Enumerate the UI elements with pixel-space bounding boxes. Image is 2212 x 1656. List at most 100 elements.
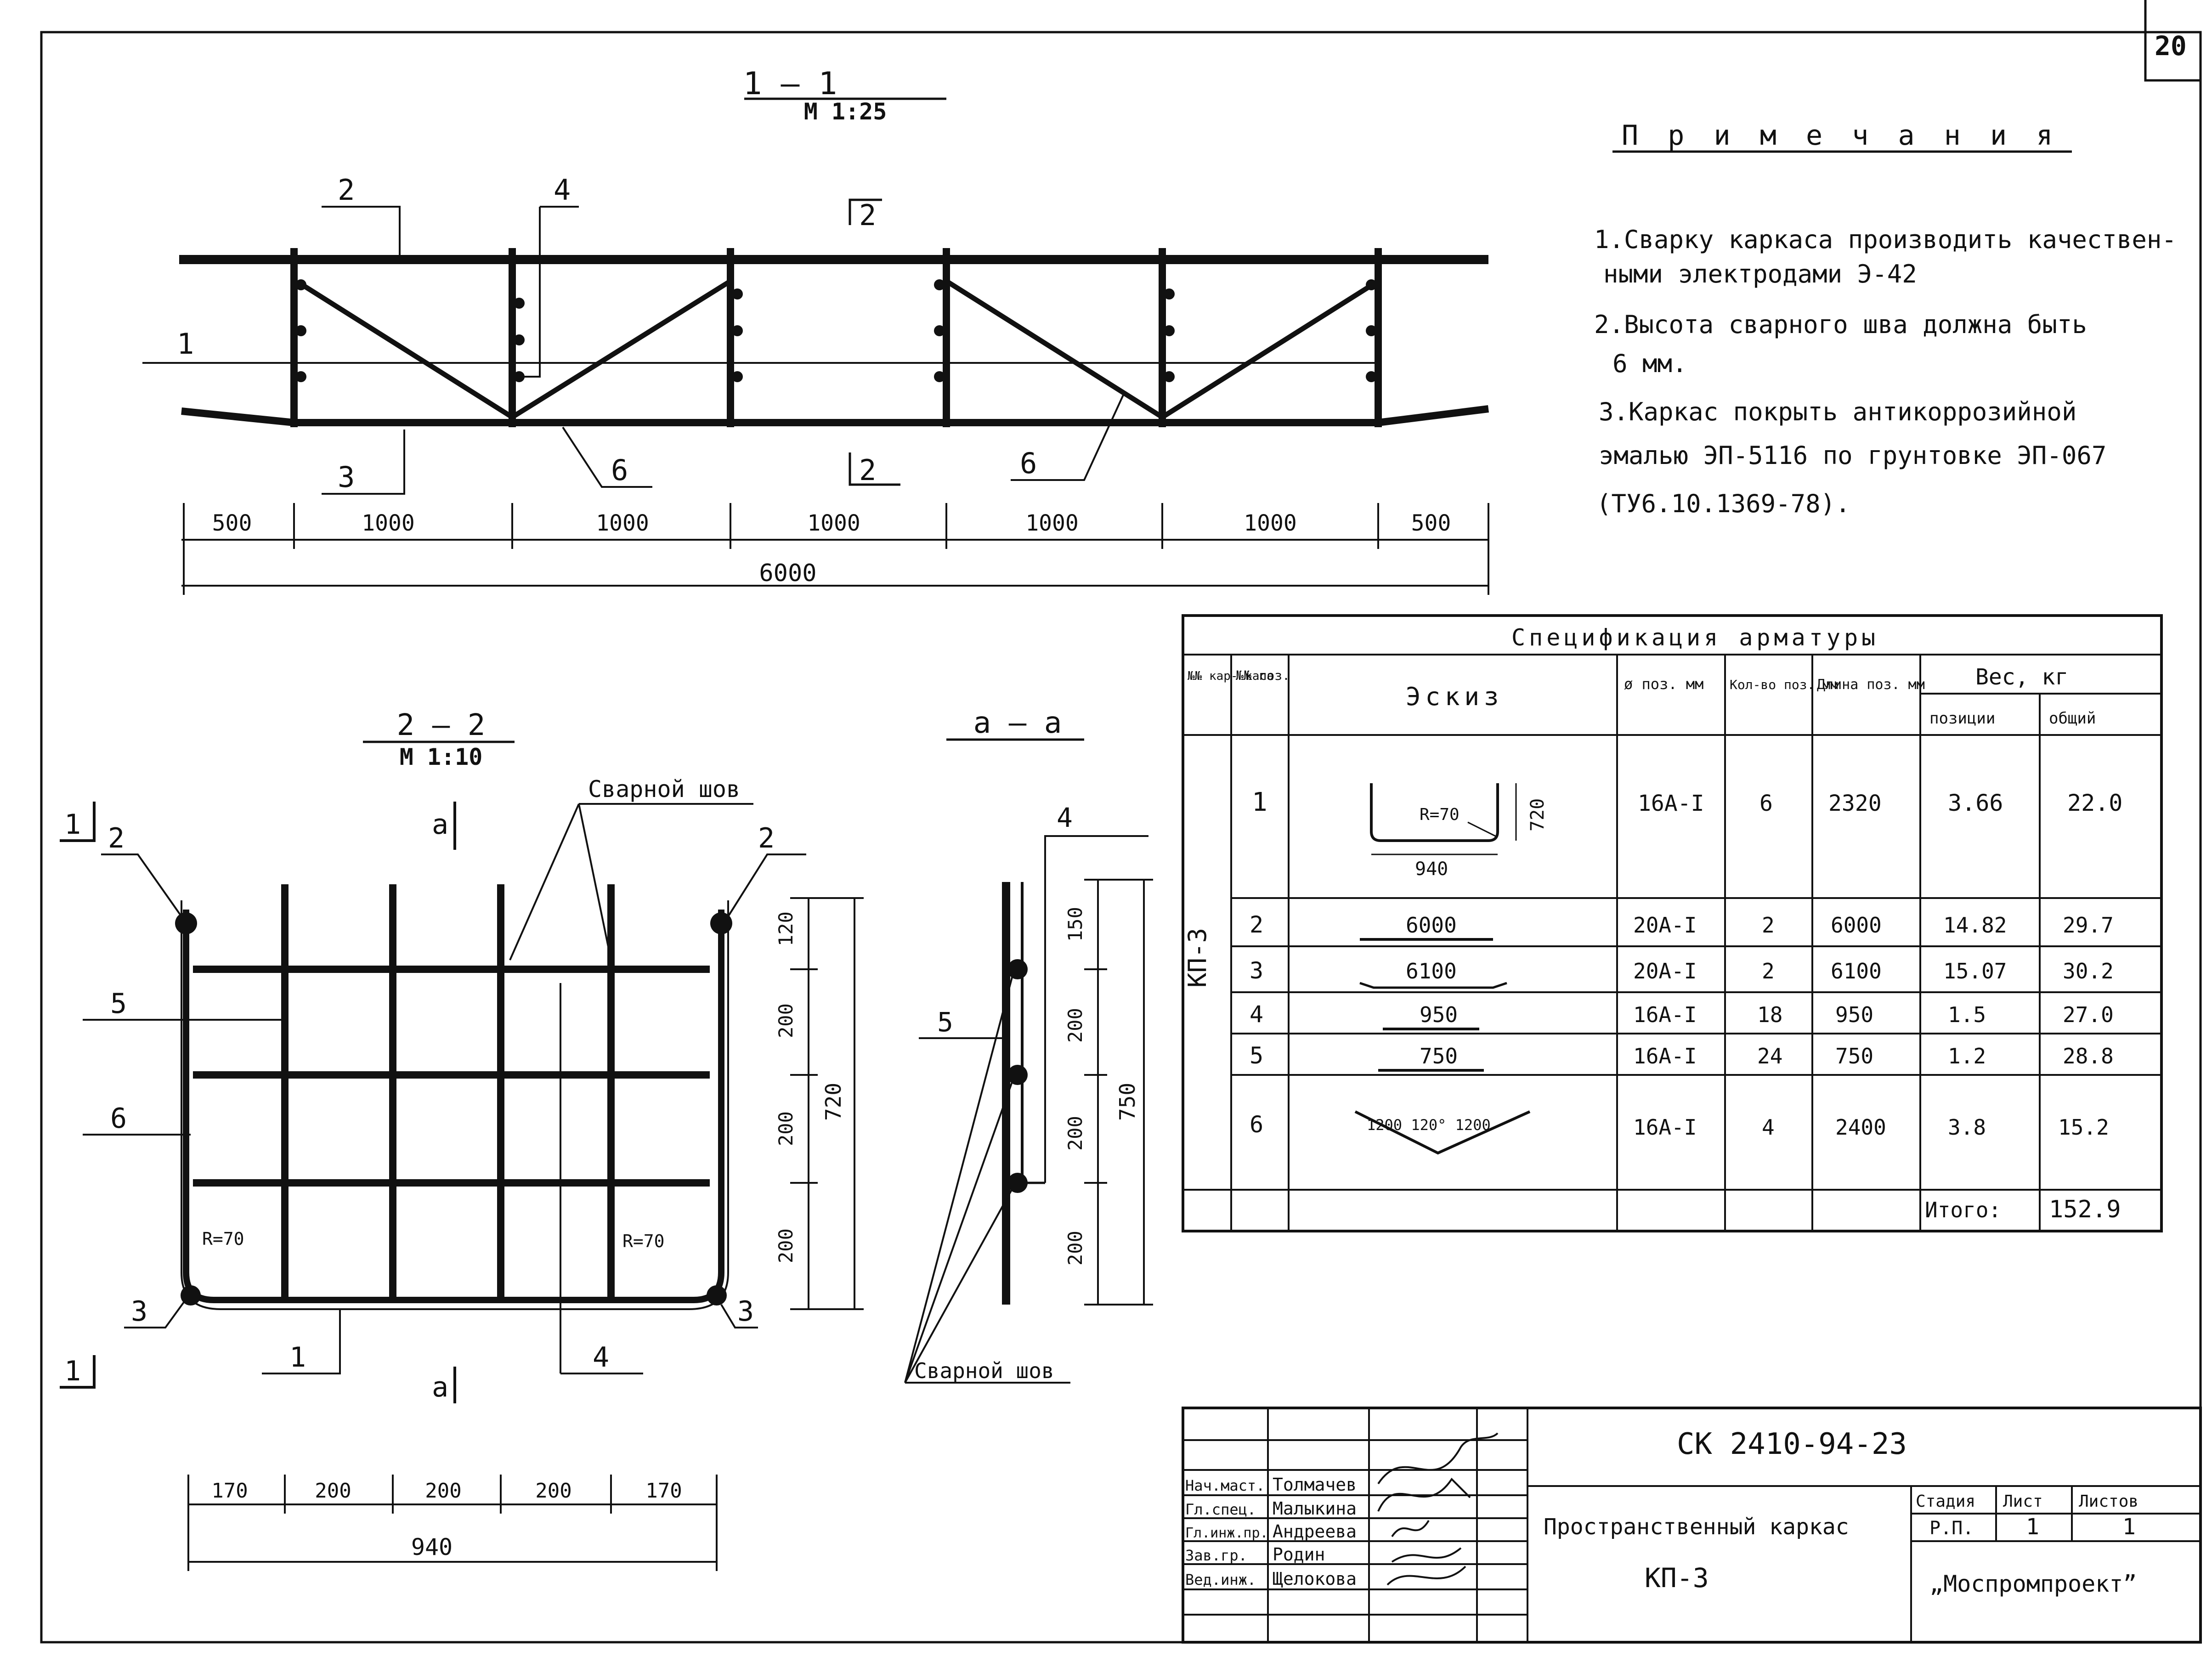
- note-line-2: ными электродами Э-42: [1603, 260, 1917, 288]
- sheet-value: 1: [2026, 1514, 2039, 1540]
- aa-v-dim-2: 200: [1064, 1008, 1086, 1043]
- sheets-value: 1: [2122, 1514, 2136, 1540]
- notes: П р и м е ч а н и я 1.Сварку каркаса про…: [1594, 119, 2177, 518]
- u-bar: [183, 910, 724, 1303]
- aa-weld-label: Сварной шов: [914, 1358, 1054, 1383]
- stage-label: Стадия: [1916, 1492, 1975, 1511]
- dim-5: 1000: [1025, 510, 1079, 536]
- dim-6: 1000: [1244, 510, 1297, 536]
- person-name-4: Родин: [1273, 1544, 1325, 1565]
- row-5-wpos: 1.2: [1948, 1044, 1986, 1068]
- callout-3-left: 3: [131, 1295, 147, 1328]
- section-1-1-scale: М 1:25: [804, 98, 887, 125]
- frame-mark: КП-3: [1183, 928, 1212, 988]
- dim-4: 1000: [807, 510, 860, 536]
- row-3-length: 6100: [1831, 959, 1882, 983]
- sketch-1-width: 940: [1415, 859, 1448, 880]
- header-sketch: Эскиз: [1406, 682, 1504, 711]
- note-line-1: 1.Сварку каркаса производить качествен-: [1594, 225, 2177, 254]
- radius-left: R=70: [202, 1229, 244, 1249]
- row-4-wtotal: 27.0: [2063, 1002, 2114, 1027]
- sheet-number: 20: [2155, 30, 2187, 62]
- section-a-a-title: а — а: [973, 706, 1062, 740]
- callout-3-right: 3: [737, 1295, 754, 1328]
- row-3-pos: 3: [1250, 957, 1263, 984]
- row-5-diam: 16А-I: [1633, 1044, 1697, 1068]
- row-5-wtotal: 28.8: [2063, 1044, 2114, 1068]
- sketch-6-shape: [1354, 1110, 1531, 1155]
- cut-1-bottom: 1: [64, 1355, 81, 1387]
- row-1-length: 2320: [1828, 791, 1882, 816]
- callout-3: 3: [338, 460, 355, 494]
- header-length: Длина поз. мм: [1817, 677, 1925, 693]
- h-dim-5: 170: [645, 1479, 682, 1503]
- aa-v-dim-3: 200: [1064, 1116, 1086, 1151]
- row-3-diam: 20А-I: [1633, 959, 1697, 983]
- person-role-3: Гл.инж.пр.: [1185, 1525, 1268, 1541]
- doc-mark: КП-3: [1645, 1562, 1709, 1594]
- row-5-pos: 5: [1250, 1042, 1263, 1069]
- row-2-qty: 2: [1762, 913, 1775, 938]
- row-3-wtotal: 30.2: [2063, 959, 2114, 983]
- cut-a-bottom: а: [432, 1371, 448, 1403]
- header-qty: Кол-во поз. мм: [1730, 677, 1838, 692]
- sketch-1-height: 720: [1527, 798, 1548, 831]
- row-5-qty: 24: [1757, 1044, 1782, 1068]
- callout-2-left: 2: [108, 822, 124, 854]
- v-dim-3: 200: [775, 1111, 797, 1146]
- person-role-4: Зав.гр.: [1185, 1547, 1247, 1564]
- header-pos: №№ поз.: [1236, 668, 1290, 683]
- v-dim-4: 200: [775, 1228, 797, 1263]
- row-3-qty: 2: [1762, 959, 1775, 983]
- dim-total: 6000: [759, 560, 816, 587]
- row-4-pos: 4: [1250, 1001, 1263, 1028]
- note-line-3: 2.Высота сварного шва должна быть: [1594, 310, 2087, 339]
- cut-mark-2-top: 2: [859, 198, 876, 232]
- note-line-7: (ТУ6.10.1369-78).: [1596, 489, 1850, 518]
- row-4-sketch: 950: [1420, 1002, 1458, 1027]
- section-2-2-scale: М 1:10: [400, 744, 483, 770]
- row-5-length: 750: [1835, 1044, 1873, 1068]
- row-6-wtotal: 15.2: [2058, 1115, 2109, 1140]
- note-line-5: 3.Каркас покрыть антикоррозийной: [1599, 397, 2076, 426]
- dim-1: 500: [212, 510, 252, 536]
- callout-6-right: 6: [1020, 446, 1037, 480]
- total-value: 152.9: [2049, 1196, 2121, 1223]
- note-line-6: эмалью ЭП-5116 по грунтовке ЭП-067: [1599, 441, 2106, 470]
- cut-1-top: 1: [64, 808, 81, 841]
- bottom-chord: [181, 405, 1489, 426]
- callout-1: 1: [177, 327, 194, 361]
- radius-right: R=70: [622, 1231, 665, 1251]
- row-6-qty: 4: [1762, 1115, 1775, 1140]
- h-dim-1: 170: [211, 1479, 248, 1503]
- row-4-qty: 18: [1757, 1002, 1782, 1027]
- callout-4: 4: [554, 173, 571, 207]
- diagonals: [297, 280, 1377, 418]
- callout-6-left: 6: [611, 453, 628, 487]
- row-6-pos: 6: [1250, 1111, 1263, 1138]
- stage-value: Р.П.: [1929, 1518, 1974, 1539]
- row-6-length: 2400: [1835, 1115, 1886, 1140]
- person-name-2: Малыкина: [1273, 1498, 1357, 1519]
- callout-2-top: 2: [338, 173, 355, 207]
- v-dim-total: 720: [821, 1083, 846, 1121]
- doc-name: Пространственный каркас: [1544, 1514, 1849, 1540]
- row-2-sketch: 6000: [1406, 913, 1457, 938]
- aa-v-dim-4: 200: [1064, 1231, 1086, 1266]
- row-4-diam: 16А-I: [1633, 1002, 1697, 1027]
- person-name-1: Толмачев: [1273, 1475, 1357, 1495]
- row-1-wpos: 3.66: [1948, 790, 2003, 816]
- h-dim-3: 200: [425, 1479, 461, 1503]
- callout-5: 5: [110, 988, 127, 1020]
- row-4-wpos: 1.5: [1948, 1002, 1986, 1027]
- aa-callout-5: 5: [937, 1006, 953, 1038]
- note-line-4: 6 мм.: [1612, 349, 1687, 378]
- dim-2: 1000: [362, 510, 415, 536]
- callout-4-bottom: 4: [593, 1341, 609, 1373]
- row-1-pos: 1: [1252, 787, 1267, 817]
- row-4-length: 950: [1835, 1002, 1873, 1027]
- row-3-wpos: 15.07: [1943, 959, 2007, 983]
- v-dim-1: 120: [775, 911, 797, 946]
- callout-2-right: 2: [758, 822, 775, 854]
